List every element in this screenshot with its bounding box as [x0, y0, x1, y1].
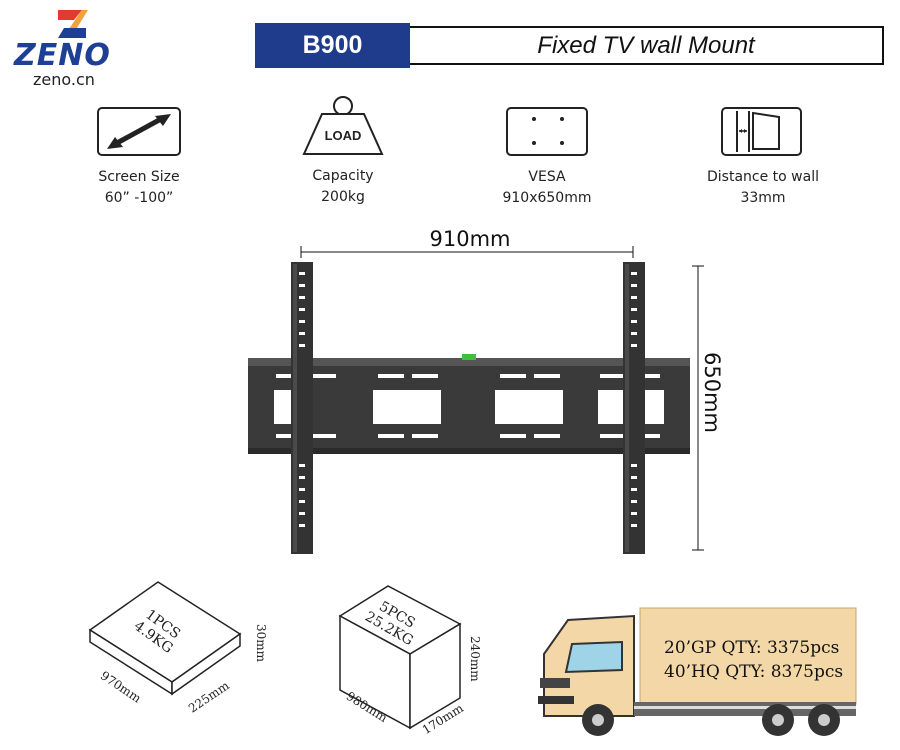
spec-capacity-label: Capacity [312, 168, 374, 184]
wall-mount-illustration [248, 262, 690, 554]
single-package-height: 30mm [254, 624, 268, 663]
container-qty-40hq: 40’HQ QTY: 8375pcs [664, 662, 844, 682]
spec-screen-size-value: 60” -100” [104, 190, 174, 206]
container-truck-illustration [538, 607, 857, 736]
brand-url: zeno.cn [33, 70, 95, 89]
spec-screen-size: Screen Size 60” -100” [74, 167, 204, 209]
mount-width-label: 910mm [429, 227, 511, 251]
wall-distance-icon-box [721, 107, 802, 156]
wall-distance-icon [736, 111, 780, 152]
vesa-icon-box [506, 107, 588, 156]
spec-vesa: VESA 910x650mm [482, 167, 612, 209]
screen-size-icon-box [97, 107, 181, 156]
single-package-box [88, 581, 242, 696]
vesa-pattern-icon [532, 117, 564, 145]
spec-wall-distance-label: Distance to wall [707, 169, 819, 185]
product-title: Fixed TV wall Mount [410, 26, 884, 65]
spec-vesa-value: 910x650mm [502, 190, 592, 206]
spec-wall-distance-value: 33mm [740, 190, 786, 206]
weight-icon [302, 96, 384, 155]
spec-capacity: Capacity 200kg [278, 166, 408, 208]
spec-wall-distance: Distance to wall 33mm [690, 167, 836, 209]
spec-vesa-label: VESA [528, 169, 566, 185]
carton-height: 240mm [468, 636, 482, 682]
weight-icon-label: LOAD [324, 128, 362, 143]
container-qty-20gp: 20’GP QTY: 3375pcs [664, 638, 840, 658]
container-qty-list: 20’GP QTY: 3375pcs 40’HQ QTY: 8375pcs [664, 636, 843, 684]
model-badge: B900 [255, 23, 410, 68]
brand-name: ZENO [14, 38, 111, 73]
diagonal-arrow-icon [107, 114, 171, 149]
mount-height-label: 650mm [700, 352, 724, 433]
carton-box [338, 585, 462, 730]
spec-capacity-value: 200kg [321, 189, 365, 205]
zeno-logo-mark-icon [58, 10, 88, 38]
spec-screen-size-label: Screen Size [98, 169, 180, 185]
